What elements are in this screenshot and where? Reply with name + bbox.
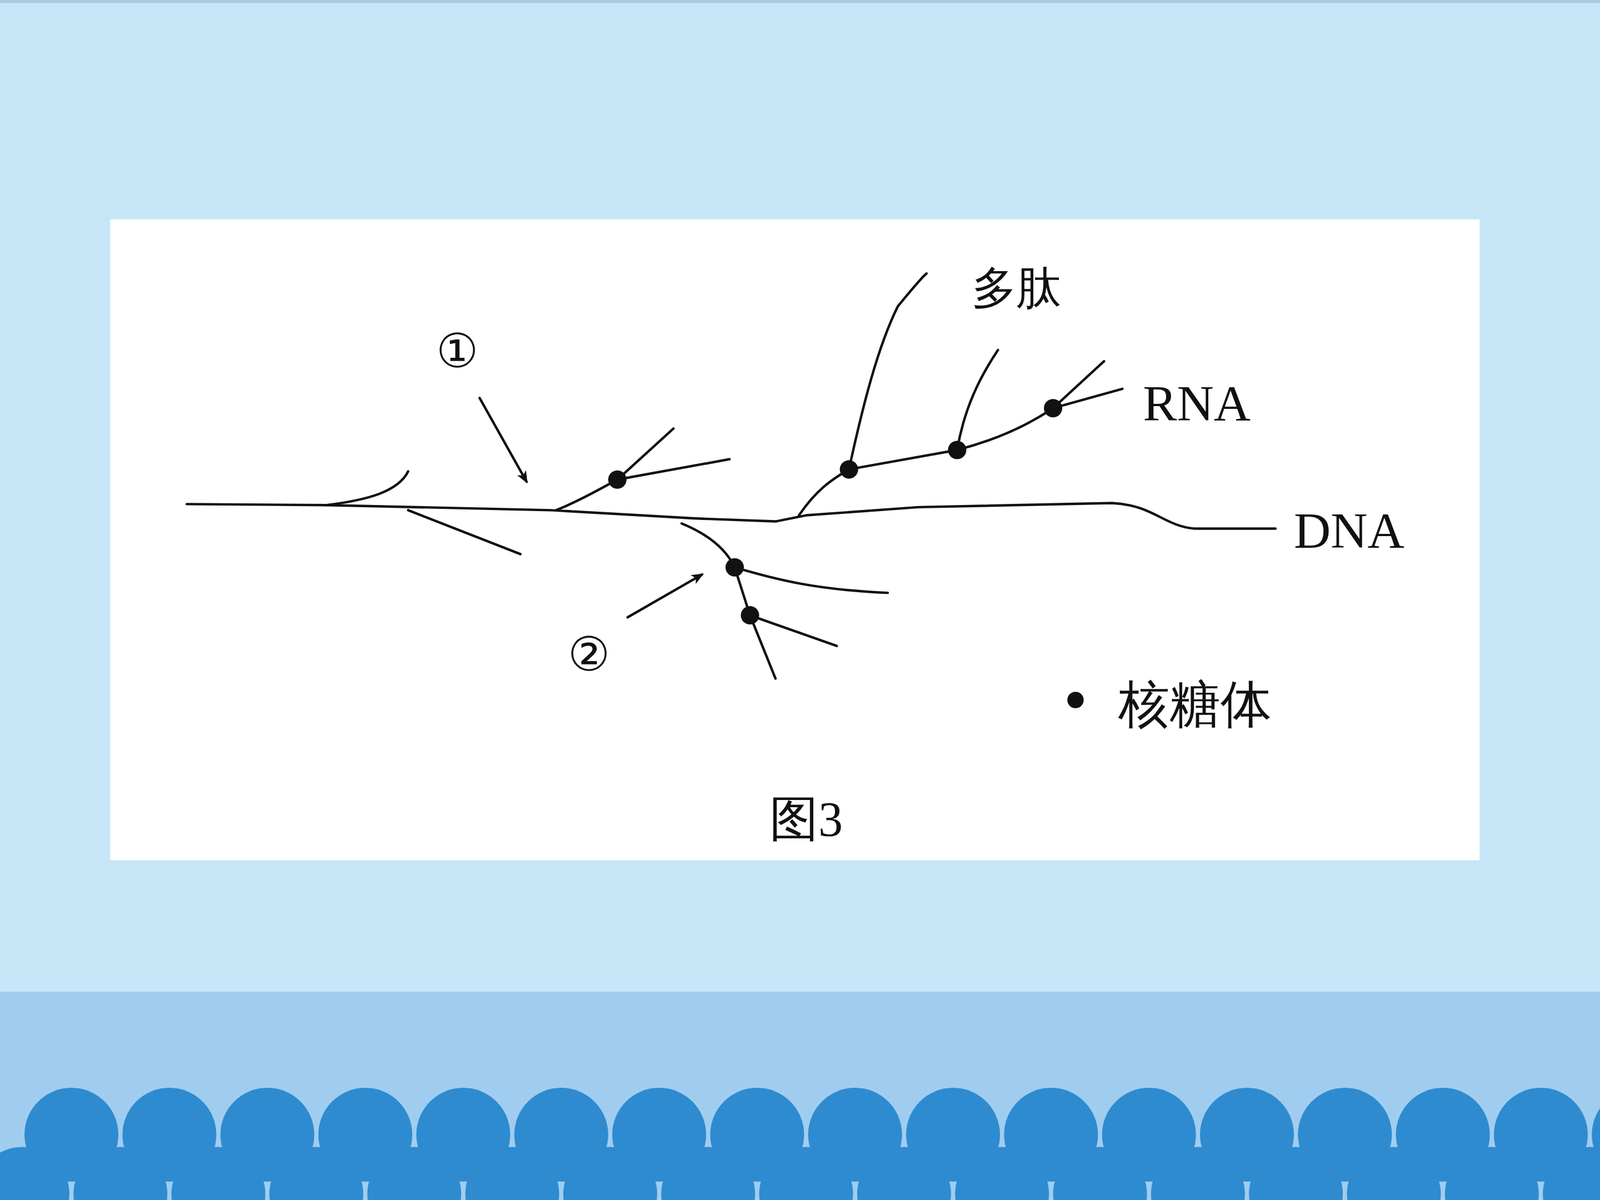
rna-label: RNA (1142, 377, 1251, 429)
polypeptide-label: 多肽 (971, 265, 1062, 311)
figure-caption: 图3 (769, 795, 843, 844)
legend-text: 核糖体 (1118, 678, 1272, 730)
callout-number: ① (436, 328, 478, 375)
dna-label: DNA (1293, 505, 1405, 557)
legend-dot (1067, 691, 1084, 708)
callout-number: ② (567, 631, 610, 679)
